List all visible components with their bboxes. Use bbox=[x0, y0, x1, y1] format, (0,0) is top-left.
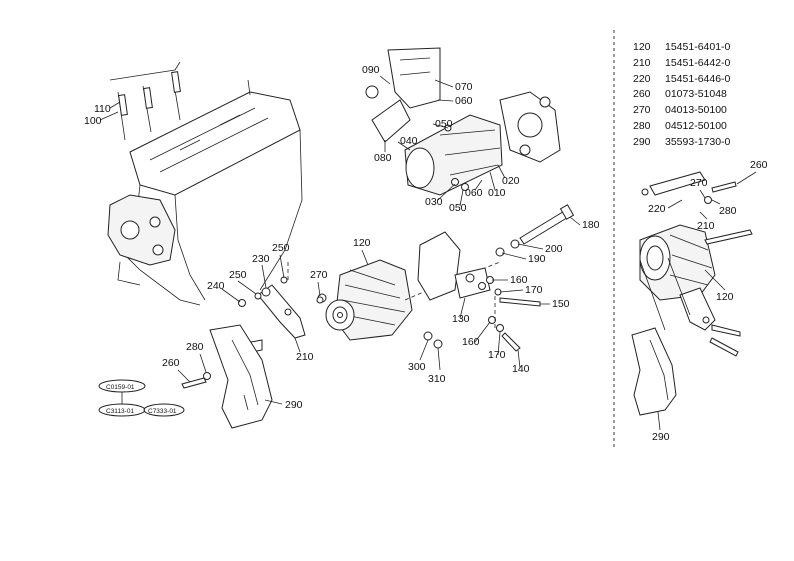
callout-170a: 170 bbox=[525, 284, 543, 296]
callout-270a: 270 bbox=[310, 269, 328, 281]
callout-060a: 060 bbox=[455, 95, 473, 107]
part-ref: 260 bbox=[633, 88, 651, 101]
callout-170b: 170 bbox=[488, 349, 506, 361]
callout-040: 040 bbox=[400, 135, 418, 147]
callout-130: 130 bbox=[452, 313, 470, 325]
callout-090: 090 bbox=[362, 64, 380, 76]
callout-100: 100 bbox=[84, 115, 102, 127]
part-number: 15451-6446-0 bbox=[665, 72, 731, 85]
callout-050b: 050 bbox=[449, 202, 467, 214]
part-number: 04512-50100 bbox=[665, 119, 727, 132]
parts-row: 290 35593-1730-0 bbox=[633, 135, 775, 151]
callout-210a: 210 bbox=[296, 351, 314, 363]
part-ref: 290 bbox=[633, 135, 651, 148]
callout-280a: 280 bbox=[186, 341, 204, 353]
parts-row: 280 04512-50100 bbox=[633, 119, 775, 135]
part-ref: 120 bbox=[633, 41, 651, 53]
part-number: 01073-51048 bbox=[665, 88, 727, 101]
callout-120a: 120 bbox=[353, 237, 371, 249]
callout-140: 140 bbox=[512, 363, 530, 375]
part-ref: 210 bbox=[633, 56, 651, 69]
callout-310: 310 bbox=[428, 373, 446, 385]
callout-110: 110 bbox=[94, 103, 111, 115]
ref-code-3: C7333-01 bbox=[148, 408, 177, 415]
part-ref: 270 bbox=[633, 104, 651, 117]
callout-250a: 250 bbox=[272, 242, 290, 254]
callout-300: 300 bbox=[408, 361, 426, 373]
parts-row: 220 15451-6446-0 bbox=[633, 72, 775, 88]
callout-290b: 290 bbox=[652, 431, 670, 443]
callout-010: 010 bbox=[488, 187, 506, 199]
callout-030: 030 bbox=[425, 196, 443, 208]
mount-bracket bbox=[417, 231, 541, 352]
part-number: 35593-1730-0 bbox=[665, 135, 731, 148]
callout-270b: 270 bbox=[690, 177, 708, 189]
callout-160b: 160 bbox=[462, 336, 480, 348]
callout-210b: 210 bbox=[697, 220, 715, 232]
part-ref: 280 bbox=[633, 119, 651, 132]
ref-code-2: C3113-01 bbox=[106, 408, 134, 415]
engine-block bbox=[107, 79, 303, 306]
parts-number-table: 120 15451-6401-0 210 15451-6442-0 220 15… bbox=[633, 40, 775, 151]
callout-240: 240 bbox=[207, 280, 225, 292]
reference-codes: C0159-01 C3113-01 C7333-01 bbox=[98, 379, 185, 417]
part-number: 15451-6442-0 bbox=[665, 56, 731, 69]
callout-060b: 060 bbox=[465, 187, 483, 199]
callout-080: 080 bbox=[374, 152, 392, 164]
callout-260b: 260 bbox=[750, 159, 768, 171]
callout-230: 230 bbox=[252, 253, 270, 265]
callout-260a: 260 bbox=[162, 357, 180, 369]
part-ref: 220 bbox=[633, 72, 651, 85]
callout-220: 220 bbox=[648, 203, 666, 215]
callout-250b: 250 bbox=[229, 269, 247, 281]
parts-row: 260 01073-51048 bbox=[633, 87, 775, 103]
callout-050a: 050 bbox=[435, 118, 453, 130]
callout-200: 200 bbox=[545, 243, 563, 255]
part-number: 15451-6401-0 bbox=[665, 41, 731, 53]
callout-290a: 290 bbox=[285, 399, 303, 411]
glow-plugs bbox=[109, 61, 181, 141]
assembled-view bbox=[631, 171, 753, 416]
callout-280b: 280 bbox=[719, 205, 737, 217]
callout-160a: 160 bbox=[510, 274, 528, 286]
callout-190: 190 bbox=[528, 253, 546, 265]
alternator bbox=[317, 259, 443, 349]
starter-assembly bbox=[365, 47, 561, 196]
parts-row: 210 15451-6442-0 bbox=[633, 56, 775, 72]
callout-150: 150 bbox=[552, 298, 570, 310]
callout-070: 070 bbox=[455, 81, 473, 93]
part-number: 04013-50100 bbox=[665, 104, 727, 117]
belt-cover bbox=[181, 324, 273, 429]
parts-row: 270 04013-50100 bbox=[633, 103, 775, 119]
parts-row: 120 15451-6401-0 bbox=[633, 40, 775, 56]
callout-020: 020 bbox=[502, 175, 520, 187]
ref-code-1: C0159-01 bbox=[106, 384, 135, 391]
callout-180: 180 bbox=[582, 219, 600, 231]
long-bolt-180 bbox=[495, 204, 575, 257]
callout-120b: 120 bbox=[716, 291, 734, 303]
